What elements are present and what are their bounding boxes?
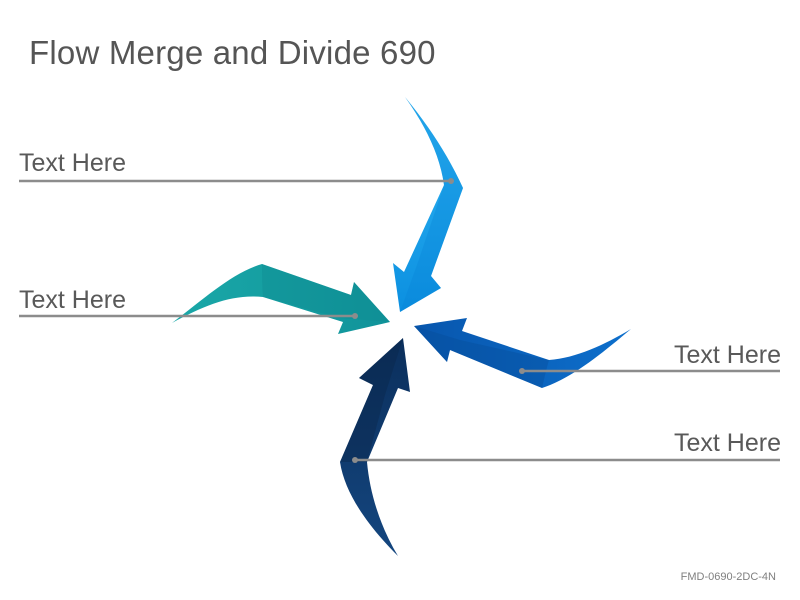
label-top-left: Text Here bbox=[19, 149, 126, 177]
label-bottom-right: Text Here bbox=[674, 429, 781, 457]
label-mid-left: Text Here bbox=[19, 286, 126, 314]
label-mid-right: Text Here bbox=[674, 341, 781, 369]
arrow-right bbox=[414, 318, 631, 388]
connector-3 bbox=[519, 368, 780, 374]
arrow-left bbox=[172, 264, 390, 334]
arrow-bottom bbox=[340, 338, 410, 556]
arrow-top bbox=[393, 97, 463, 312]
connector-2 bbox=[19, 313, 358, 319]
connector-1 bbox=[19, 178, 454, 184]
connector-4 bbox=[352, 457, 780, 463]
product-code: FMD-0690-2DC-4N bbox=[680, 571, 776, 583]
slide-title: Flow Merge and Divide 690 bbox=[29, 34, 436, 71]
